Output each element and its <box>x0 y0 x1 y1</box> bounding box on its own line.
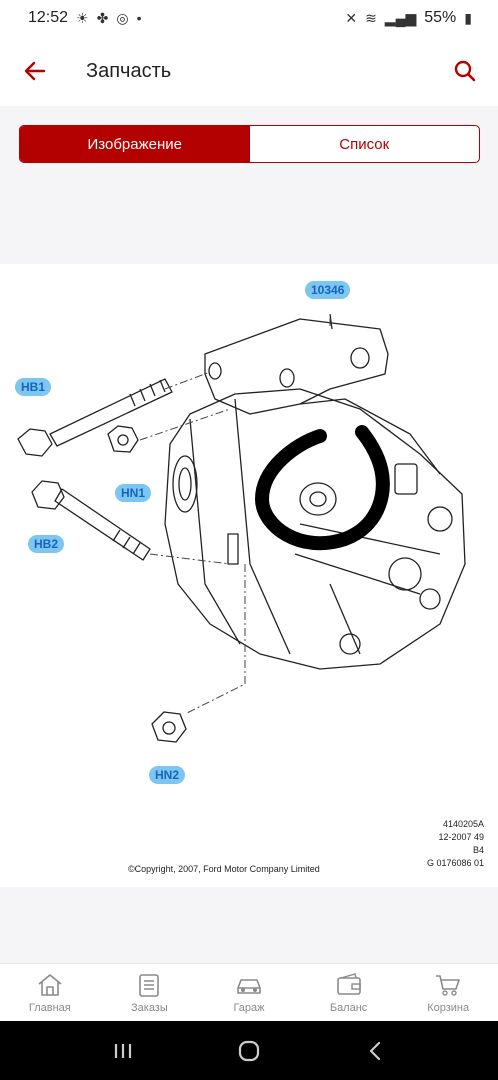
search-button[interactable] <box>448 54 482 88</box>
home-circle-icon <box>238 1040 260 1061</box>
nav-cart-label: Корзина <box>427 1001 470 1014</box>
nav-garage-label: Гараж <box>233 1001 265 1014</box>
more-notifications-icon: • <box>136 10 142 26</box>
ref-line: 4140205A <box>442 819 484 829</box>
nav-balance[interactable]: Баланс <box>299 964 399 1021</box>
drawing-reference-codes: 4140205A 12-2007 49 B4 G 0176086 01 <box>427 818 484 870</box>
recent-apps-icon <box>114 1043 132 1058</box>
status-bar: 12:52 ☀ ✤ ◎ • ✕ ≋ ▂▄▆ 55% ▮ <box>0 0 498 36</box>
wallet-icon <box>336 972 361 995</box>
callout-hb2[interactable]: HB2 <box>28 535 65 553</box>
nav-home[interactable]: Главная <box>0 964 100 1021</box>
callout-hn1[interactable]: HN1 <box>115 484 152 502</box>
tab-list[interactable]: Список <box>339 135 390 153</box>
nav-garage[interactable]: Гараж <box>199 964 299 1021</box>
ref-line: G 0176086 01 <box>426 858 484 868</box>
copyright-text: ©Copyright, 2007, Ford Motor Company Lim… <box>128 864 320 874</box>
status-time: 12:52 <box>28 9 69 26</box>
orders-icon <box>139 973 160 997</box>
search-icon <box>454 60 476 82</box>
back-system-button[interactable] <box>355 1031 395 1071</box>
battery-icon: ▮ <box>464 9 472 26</box>
nav-orders-label: Заказы <box>131 1001 168 1014</box>
nav-orders[interactable]: Заказы <box>100 964 200 1021</box>
cart-icon <box>436 974 460 996</box>
whatsapp-icon: ◎ <box>116 9 129 26</box>
recent-apps-button[interactable] <box>103 1031 143 1071</box>
back-chevron-icon <box>369 1041 381 1060</box>
signal-icon: ▂▄▆ <box>384 9 417 26</box>
home-system-button[interactable] <box>229 1031 269 1071</box>
back-arrow-icon <box>24 61 46 81</box>
system-navigation-bar <box>0 1021 498 1080</box>
hand-drawn-circle-mark <box>254 425 390 551</box>
mute-icon: ✕ <box>345 9 358 26</box>
car-icon <box>237 978 261 994</box>
bottom-navigation: Главная Заказы Гараж Баланс Корзина <box>0 963 498 1021</box>
nav-home-label: Главная <box>28 1001 71 1014</box>
nav-balance-label: Баланс <box>329 1001 368 1014</box>
wifi-icon: ≋ <box>365 9 377 26</box>
ref-line: 12-2007 49 <box>438 832 484 842</box>
battery-level: 55% <box>424 9 457 26</box>
callout-hn2[interactable]: HN2 <box>149 766 186 784</box>
tab-image[interactable]: Изображение <box>20 126 250 162</box>
view-switch-area: Изображение Список <box>0 106 498 264</box>
ref-line: B4 <box>472 845 484 855</box>
callout-hb1[interactable]: HB1 <box>15 378 52 396</box>
nav-cart[interactable]: Корзина <box>398 964 498 1021</box>
part-diagram: 10346 HB1 HN1 HB2 HN2 ©Copyright, 2007, … <box>0 264 498 887</box>
back-button[interactable] <box>18 54 52 88</box>
app-notification-icon: ✤ <box>96 9 109 26</box>
app-bar: Запчасть <box>0 36 498 106</box>
callout-part-number[interactable]: 10346 <box>305 281 351 299</box>
home-icon <box>38 973 62 996</box>
view-segmented-control: Изображение Список <box>19 125 480 163</box>
alternator-diagram-drawing <box>17 313 466 743</box>
weather-icon: ☀ <box>76 9 89 26</box>
page-title: Запчасть <box>86 59 172 82</box>
